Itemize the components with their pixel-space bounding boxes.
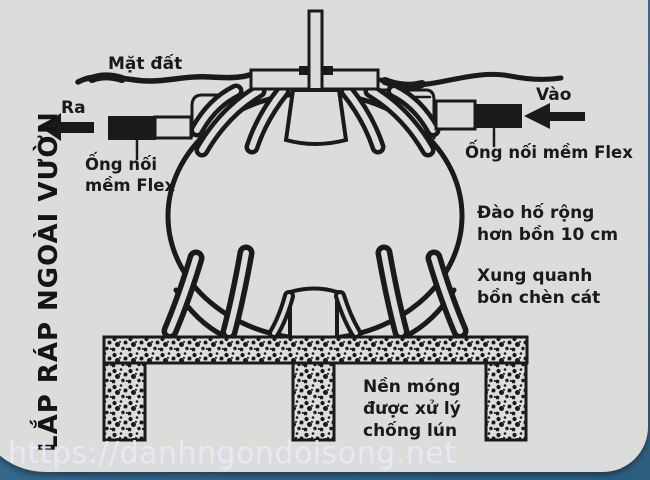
flow-out-label: Ra — [61, 98, 86, 118]
sand-fill-note: Xung quanh bồn chèn cát — [477, 266, 601, 309]
foundation-pier-left — [102, 361, 147, 442]
watermark-url: https://danhngondoisong.net — [8, 436, 457, 471]
flow-in-arrow-icon — [524, 103, 585, 129]
tank-pedestal — [288, 286, 339, 340]
foundation-slab — [102, 335, 529, 365]
port-right — [434, 99, 477, 131]
tank-neck — [283, 88, 349, 146]
tank-pedestal-side-legs — [268, 290, 362, 339]
ground-line-left-bump — [88, 72, 126, 83]
foundation-pier-center — [291, 361, 336, 442]
ground-line-right-bump — [381, 77, 426, 90]
diagram-side-title: LẮP RÁP NGOÀI VƯỜN — [34, 111, 64, 452]
flex-pipe-right-label: Ống nối mềm Flex — [465, 143, 633, 162]
ground-level-label: Mặt đất — [108, 54, 183, 74]
foundation-pier-right — [484, 361, 528, 442]
tank-shoulder-right — [374, 88, 436, 140]
tank-bottom-legs — [161, 244, 469, 341]
flex-connector-left — [108, 116, 156, 140]
flow-out-arrow-icon — [40, 113, 94, 141]
tank-top-ribs — [189, 83, 441, 158]
riser-pipe — [307, 9, 324, 95]
flex-pipe-left-label: Ống nối mềm Flex — [85, 155, 176, 196]
flex-connector-right — [474, 104, 522, 128]
flow-in-label: Vào — [536, 85, 572, 105]
tank-shoulder-left — [190, 93, 254, 138]
port-left — [153, 115, 193, 140]
dig-hole-note: Đào hố rộng hơn bồn 10 cm — [477, 203, 619, 246]
foundation-note: Nền móng được xử lý chống lún — [363, 377, 461, 442]
